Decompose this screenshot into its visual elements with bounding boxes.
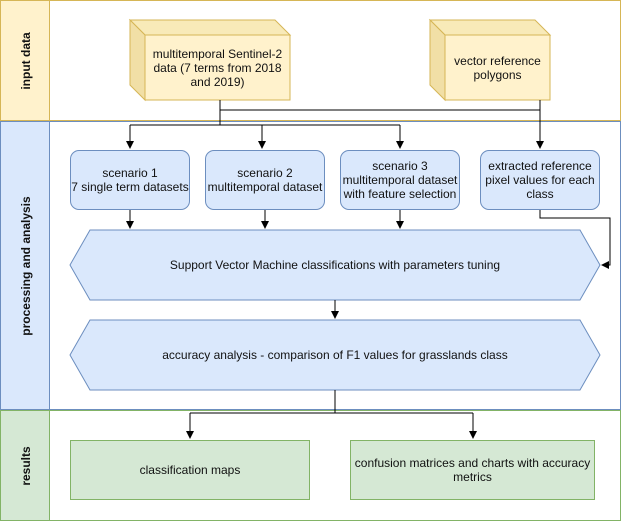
scenario-3-box: scenario 3 multitemporal dataset with fe… [340,150,460,210]
sentinel-data-cube [128,18,292,102]
scenario-2-box: scenario 2 multitemporal dataset [205,150,325,210]
scenario-1-box: scenario 1 7 single term datasets [70,150,190,210]
vector-polygons-label: vector reference polygons [454,53,541,82]
svm-label: Support Vector Machine classifications w… [169,258,501,272]
confusion-matrices-box: confusion matrices and charts with accur… [350,440,595,500]
sentinel-data-label: multitemporal Sentinel-2 data (7 terms f… [152,46,283,89]
lane-processing-header: processing and analysis [0,121,50,410]
accuracy-hexagon [69,319,601,391]
svm-hexagon [69,229,601,301]
vector-polygons-cube [428,18,552,102]
lane-input-header: input data [0,0,50,121]
accuracy-label: accuracy analysis - comparison of F1 val… [162,348,508,362]
lane-results-header: results [0,410,50,521]
classification-maps-box: classification maps [70,440,310,500]
connectors [126,100,611,439]
extracted-pixels-box: extracted reference pixel values for eac… [480,150,600,210]
